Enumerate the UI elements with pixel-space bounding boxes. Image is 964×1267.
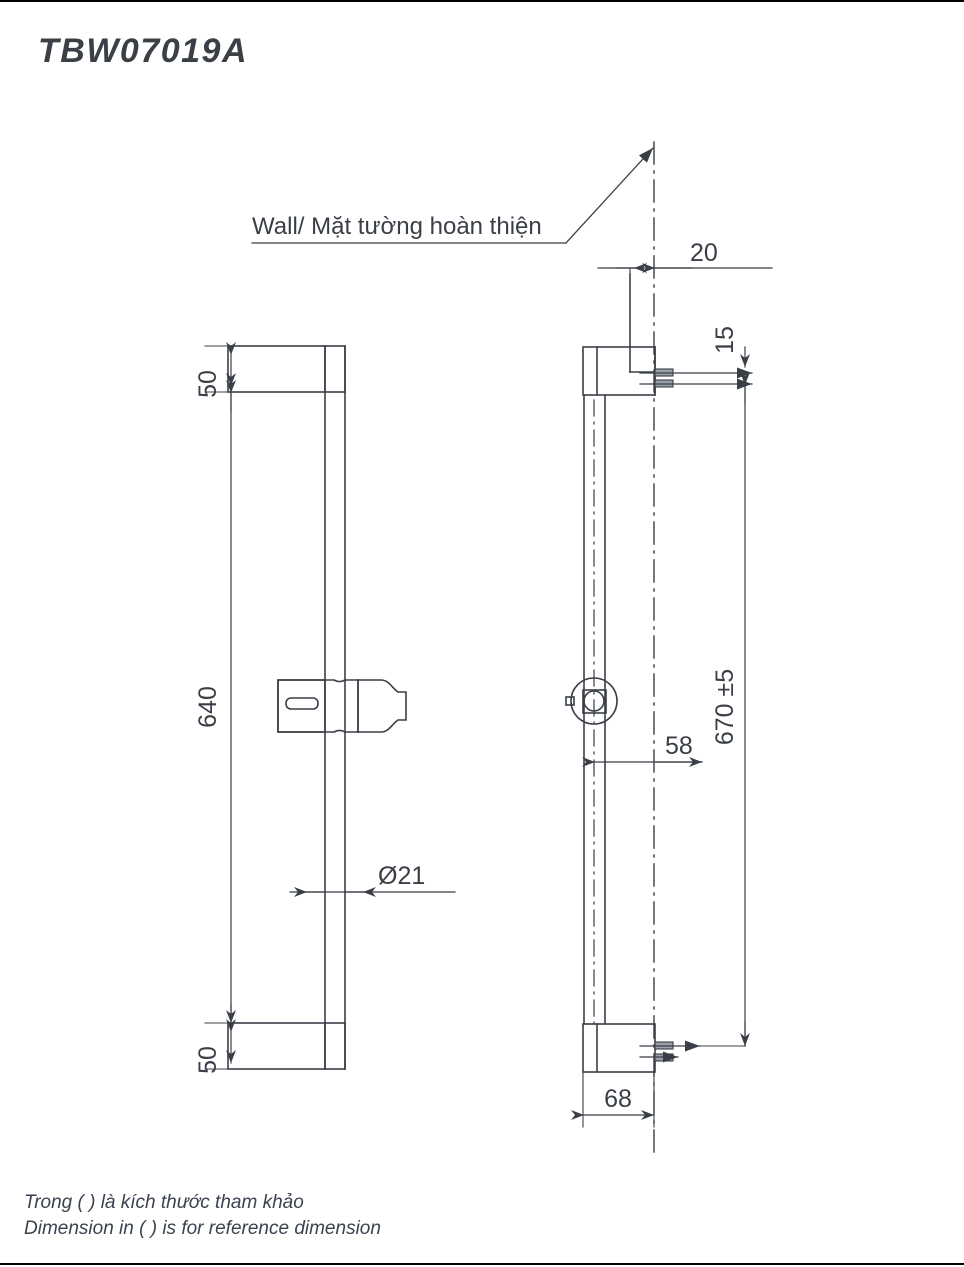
dim-label-side-15: 15: [711, 326, 739, 354]
side-bottom-bracket: [582, 1023, 701, 1073]
dim-side-68: [571, 1071, 655, 1128]
dim-side-20: [597, 263, 773, 275]
front-slider-holder: [277, 679, 407, 733]
footnotes: Trong ( ) là kích thước tham khảo Dimens…: [24, 1190, 381, 1242]
dim-label-front-diameter: Ø21: [378, 862, 425, 890]
dim-side-670: [672, 383, 750, 1047]
dim-label-front-640: 640: [194, 686, 222, 728]
front-top-bracket: [227, 345, 346, 393]
dim-label-side-68: 68: [604, 1085, 632, 1113]
side-knob: [565, 677, 618, 725]
dim-label-front-bottom-50: 50: [194, 1046, 222, 1074]
footnote-vi: Trong ( ) là kích thước tham khảo: [24, 1192, 304, 1213]
dim-label-side-58: 58: [665, 732, 693, 760]
front-bottom-bracket: [227, 1022, 346, 1070]
page-title: TBW07019A: [38, 32, 249, 70]
side-top-bracket: [582, 273, 753, 396]
side-view: [565, 141, 773, 1153]
dim-label-side-20: 20: [690, 239, 718, 267]
dim-front-bottom-50: [204, 1019, 346, 1070]
front-view: [204, 342, 456, 1070]
front-slide-bar: [324, 345, 346, 1070]
dim-front-top-50: [204, 342, 346, 412]
wall-label: Wall/ Mặt tường hoàn thiện: [252, 213, 542, 240]
side-slide-bar: [583, 394, 606, 1025]
wall-leader: [251, 147, 654, 244]
dim-label-side-670: 670 ±5: [711, 669, 739, 745]
footnote-en: Dimension in ( ) is for reference dimens…: [24, 1218, 381, 1239]
dim-label-front-top-50: 50: [194, 370, 222, 398]
